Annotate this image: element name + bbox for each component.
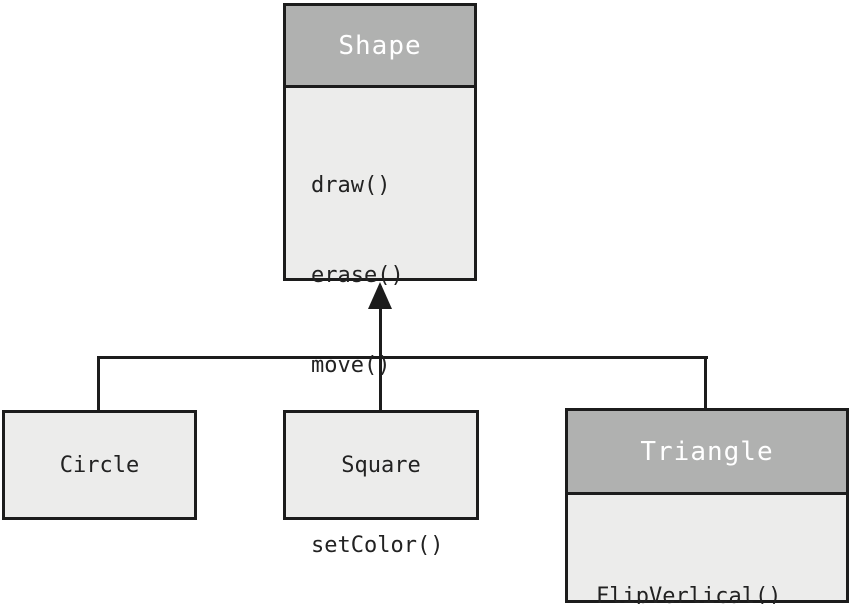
class-box-square: Square xyxy=(283,410,479,520)
method-item: setColor() xyxy=(311,533,444,558)
method-item: FlipVerlical() xyxy=(596,584,782,604)
method-list-triangle: FlipVerlical() FlipHonrizontal() xyxy=(568,495,846,604)
class-name-square: Square xyxy=(341,452,421,478)
method-item: move() xyxy=(311,353,391,378)
inheritance-arrowhead-icon xyxy=(368,282,392,309)
inheritance-line-vertical xyxy=(379,286,382,410)
class-name-circle: Circle xyxy=(59,452,140,478)
connector-drop-triangle xyxy=(704,356,707,410)
class-header-shape: Shape xyxy=(286,6,474,88)
method-item: draw() xyxy=(311,173,391,198)
class-name-shape: Shape xyxy=(338,30,422,61)
class-name-triangle: Triangle xyxy=(640,436,774,467)
class-header-triangle: Triangle xyxy=(568,411,846,495)
connector-drop-circle xyxy=(97,356,100,410)
method-list-shape: draw() erase() move() getColor() setColo… xyxy=(286,88,474,604)
method-item: erase() xyxy=(311,263,404,288)
class-box-triangle: Triangle FlipVerlical() FlipHonrizontal(… xyxy=(565,408,849,604)
class-box-shape: Shape draw() erase() move() getColor() s… xyxy=(283,3,477,558)
inheritance-line-horizontal-rail xyxy=(97,356,708,359)
class-box-circle: Circle xyxy=(2,410,197,520)
